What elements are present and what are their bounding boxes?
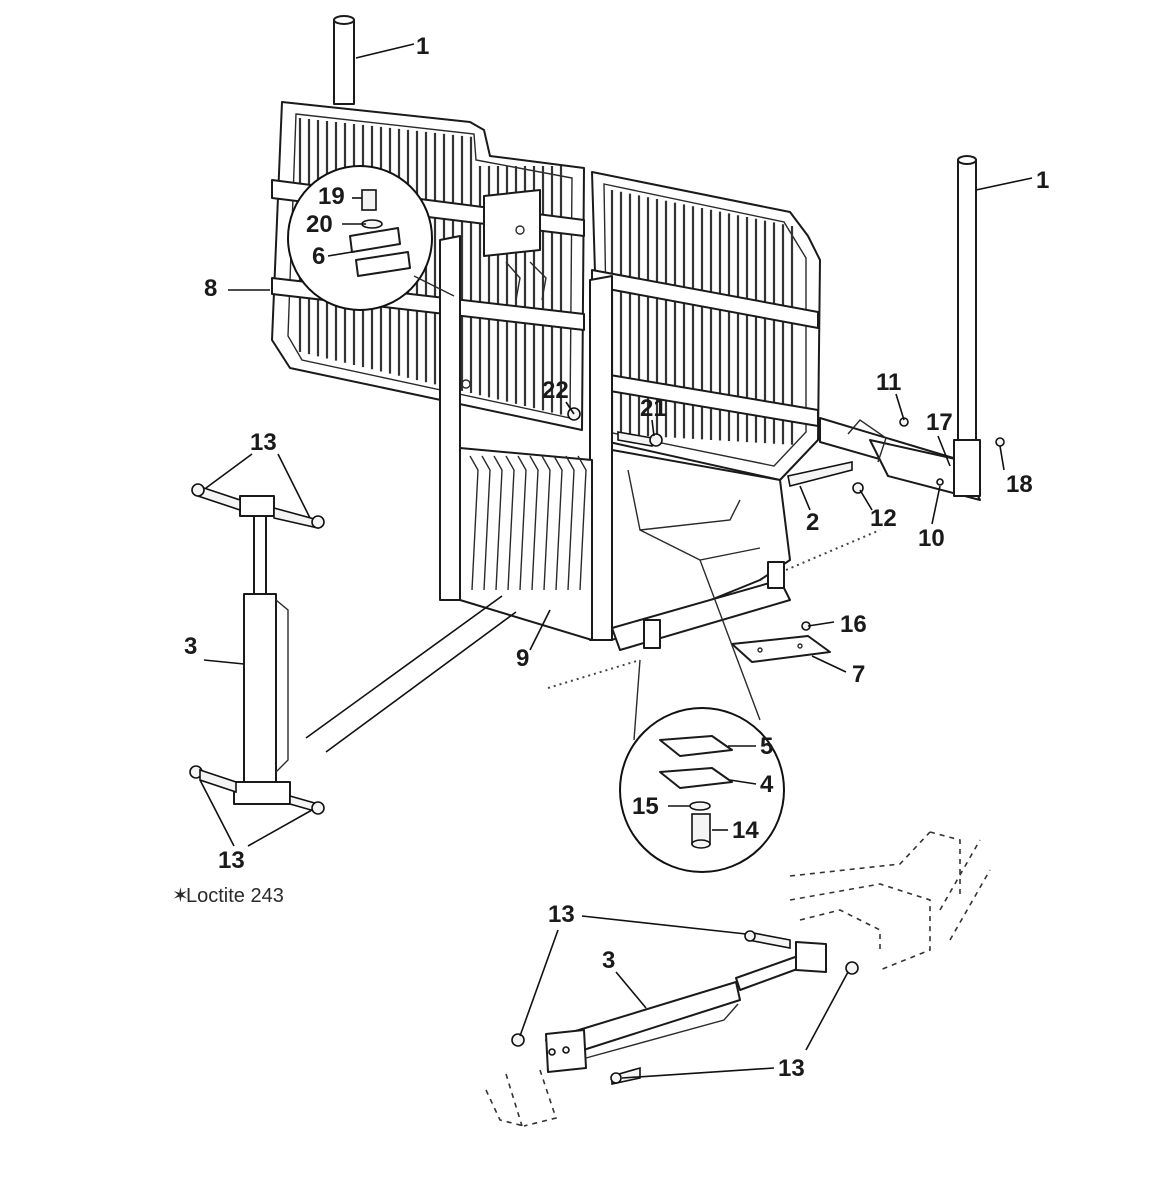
callout-11: 11 [876, 369, 901, 396]
loctite-symbol: ✶ [172, 885, 189, 907]
callout-13-bottom-b: 13 [778, 1055, 805, 1082]
callout-10: 10 [918, 525, 945, 552]
loctite-note: ✶ Loctite 243 [172, 885, 284, 907]
callout-5: 5 [760, 733, 773, 760]
callout-13-left-top: 13 [250, 429, 277, 456]
hydraulic-cylinder-horizontal [511, 930, 859, 1085]
callout-15: 15 [632, 793, 659, 820]
reference-line-right [785, 529, 881, 571]
callout-13-left-bottom: 13 [218, 847, 245, 874]
callout-13-bottom-a: 13 [548, 901, 575, 928]
callout-21: 21 [640, 395, 667, 422]
callout-14: 14 [732, 817, 759, 844]
center-uprights [439, 189, 613, 641]
arrow-cylinder-to-frame [305, 595, 517, 753]
callout-4: 4 [760, 771, 774, 798]
callout-7: 7 [852, 661, 865, 688]
right-guard-frame [591, 171, 821, 481]
lower-basket [459, 447, 791, 651]
basket-bar-9 [577, 455, 587, 591]
basket-bar-6 [541, 455, 551, 591]
leader-lines [199, 43, 1033, 1079]
basket-bar-3 [505, 455, 515, 591]
callout-19: 19 [318, 183, 345, 210]
callout-1-right: 1 [1036, 167, 1049, 194]
basket-bar-7 [553, 455, 563, 591]
callout-12: 12 [870, 505, 897, 532]
reference-line-left [547, 659, 641, 689]
hardware-main [567, 407, 1005, 631]
callout-17: 17 [926, 409, 953, 436]
callout-labels: 1 1 19 20 6 8 22 21 11 17 18 2 12 10 16 … [184, 33, 1049, 1082]
plate [731, 635, 831, 663]
callout-22: 22 [542, 377, 569, 404]
hydraulic-cylinder-vertical [189, 483, 325, 815]
basket-bar-5 [529, 455, 539, 591]
callout-2: 2 [806, 509, 819, 536]
loctite-text: Loctite 243 [186, 885, 284, 907]
callout-18: 18 [1006, 471, 1033, 498]
post-right [953, 155, 981, 497]
callout-1-top: 1 [416, 33, 429, 60]
post-left [333, 15, 355, 105]
callout-3-left: 3 [184, 633, 197, 660]
detail-view-top [287, 165, 455, 311]
tractor-frame-outline [485, 831, 991, 1127]
detail-view-bottom [619, 559, 785, 873]
basket-bar-2 [493, 455, 503, 591]
basket-bar-8 [565, 455, 575, 591]
callout-20: 20 [306, 211, 333, 238]
basket-bar-4 [517, 455, 527, 591]
callout-8: 8 [204, 275, 217, 302]
callout-9: 9 [516, 645, 529, 672]
basket-bar-0 [469, 455, 479, 591]
callout-6: 6 [312, 243, 325, 270]
basket-bar-1 [481, 455, 491, 591]
callout-16: 16 [840, 611, 867, 638]
callout-3-bottom: 3 [602, 947, 615, 974]
